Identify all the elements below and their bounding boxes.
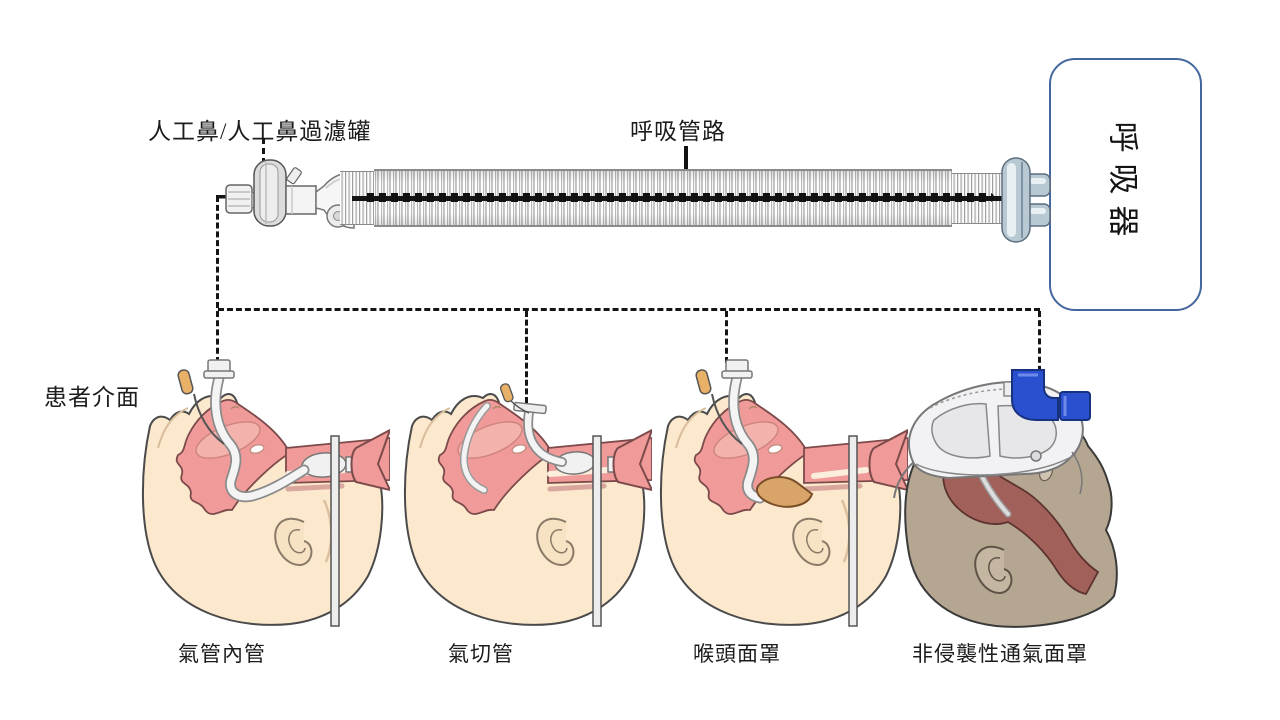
tube-connector: [725, 359, 749, 373]
pilot-line: [509, 399, 530, 414]
ett-label: 氣管內管: [178, 642, 266, 666]
mouth-slit: [767, 443, 783, 455]
trach-label: 氣切管: [448, 642, 514, 666]
circuit-pointer-line: [684, 146, 688, 172]
drop-line-lma: [725, 311, 728, 363]
ett-head-illustration: [141, 359, 390, 627]
trachea-fishtail: [612, 428, 652, 492]
pilot-balloon-tip: [177, 369, 194, 395]
filter-valve-nub: [286, 167, 302, 185]
trachea-fishtail: [868, 428, 908, 492]
breathing-circuit-label: 呼吸管路: [630, 119, 726, 144]
niv-head-illustration: [893, 369, 1118, 628]
pilot-line: [711, 393, 743, 445]
ear: [274, 517, 313, 566]
drop-line-ett: [216, 311, 219, 363]
trach-head-illustration: [403, 383, 652, 627]
ear: [536, 517, 575, 566]
distribution-line: [218, 308, 1040, 311]
tube-connector: [207, 359, 231, 373]
filter-outlet-connector: [285, 185, 317, 215]
niv-label: 非侵襲性通氣面罩: [912, 642, 1088, 666]
dash-stub: [216, 195, 227, 199]
niv-elbow-block: [1059, 391, 1091, 421]
hme-pointer-dash: [262, 138, 265, 164]
ear: [792, 517, 831, 566]
tongue: [457, 421, 523, 459]
niv-elbow: [1011, 369, 1059, 421]
neck-bar: [592, 435, 602, 627]
ventilator-label: 呼吸器: [1105, 121, 1140, 248]
ventilator-wye-adapter: [1001, 157, 1051, 243]
drop-line-trach: [525, 311, 528, 403]
trach-flange: [513, 401, 547, 415]
pilot-balloon-tip: [499, 383, 514, 403]
patient-interface-label: 患者介面: [44, 385, 140, 410]
hme-filter-label: 人工鼻/人工鼻過濾罐: [148, 119, 372, 144]
trachea-fishtail: [350, 428, 390, 492]
pilot-balloon-tip: [695, 369, 712, 395]
lma-bowl: [756, 476, 814, 508]
mouth-slit: [249, 443, 265, 455]
ear: [974, 545, 1013, 594]
drop-line-niv: [1038, 311, 1041, 381]
mouth-slit: [511, 443, 527, 455]
lma-head-illustration: [659, 359, 908, 627]
pilot-line: [193, 393, 225, 445]
lma-label: 喉頭面罩: [693, 642, 781, 666]
drop-line-filter: [216, 196, 219, 308]
mask-port: [1030, 450, 1042, 462]
neck-bar: [848, 435, 858, 627]
ventilator-box: [1049, 58, 1202, 311]
tube-inner-beads: [362, 193, 994, 202]
neck-bar: [330, 435, 340, 627]
